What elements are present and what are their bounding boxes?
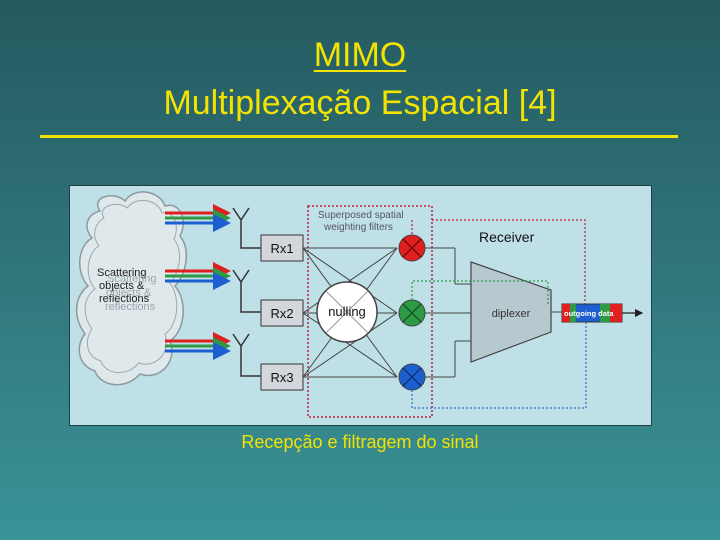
feedback-lines — [411, 219, 587, 409]
antenna-icons — [232, 207, 261, 377]
antenna-icon — [232, 207, 261, 249]
scattering-label-line1: Scattering — [97, 267, 147, 279]
rx2-label: Rx2 — [270, 306, 293, 321]
weighting-filters-box — [307, 205, 433, 418]
mixer-to-diplexer-wiring — [425, 247, 471, 378]
figure-caption: Recepção e filtragem do sinal — [241, 432, 479, 452]
scattering-shadow-line1: Scattering — [107, 273, 157, 285]
antenna-icon — [232, 269, 261, 313]
scattering-label-line2: objects & — [99, 280, 145, 292]
scattering-shadow-line2: objects & — [106, 287, 152, 299]
incoming-signal-arrows — [165, 204, 231, 360]
diagram-canvas: Scattering objects & reflections Scatter… — [76, 191, 644, 418]
mixer-blue-icon — [398, 363, 426, 391]
diplexer-block: diplexer — [470, 261, 552, 363]
diplexer-label: diplexer — [492, 308, 531, 320]
superposed-label-line1: Superposed spatial — [318, 210, 404, 221]
outgoing-data-bar: outgoing data — [561, 303, 623, 323]
scattering-shadow-line3: reflections — [105, 301, 156, 313]
rx3-label: Rx3 — [270, 370, 293, 385]
mixer-red-icon — [398, 234, 426, 262]
receiver-label: Receiver — [479, 229, 535, 245]
scattering-cloud: Scattering objects & reflections Scatter… — [76, 191, 188, 386]
rx1-box: Rx1 — [260, 234, 304, 262]
slide-title-line1: MIMO — [313, 36, 407, 74]
mimo-receiver-diagram: Scattering objects & reflections Scatter… — [69, 185, 652, 426]
rx1-label: Rx1 — [270, 241, 293, 256]
mixer-green-icon — [398, 299, 426, 327]
title-divider — [40, 135, 678, 138]
rx2-box: Rx2 — [260, 299, 304, 327]
scattering-label-line3: reflections — [99, 293, 150, 305]
superposed-label-line2: weighting filters — [323, 222, 393, 233]
nulling-label: nulling — [328, 304, 366, 319]
nulling-node: nulling — [316, 281, 378, 343]
slide-title-line2: Multiplexação Espacial [4] — [163, 84, 557, 122]
antenna-icon — [232, 333, 261, 377]
outgoing-label: outgoing data — [564, 309, 614, 318]
rx3-box: Rx3 — [260, 363, 304, 391]
